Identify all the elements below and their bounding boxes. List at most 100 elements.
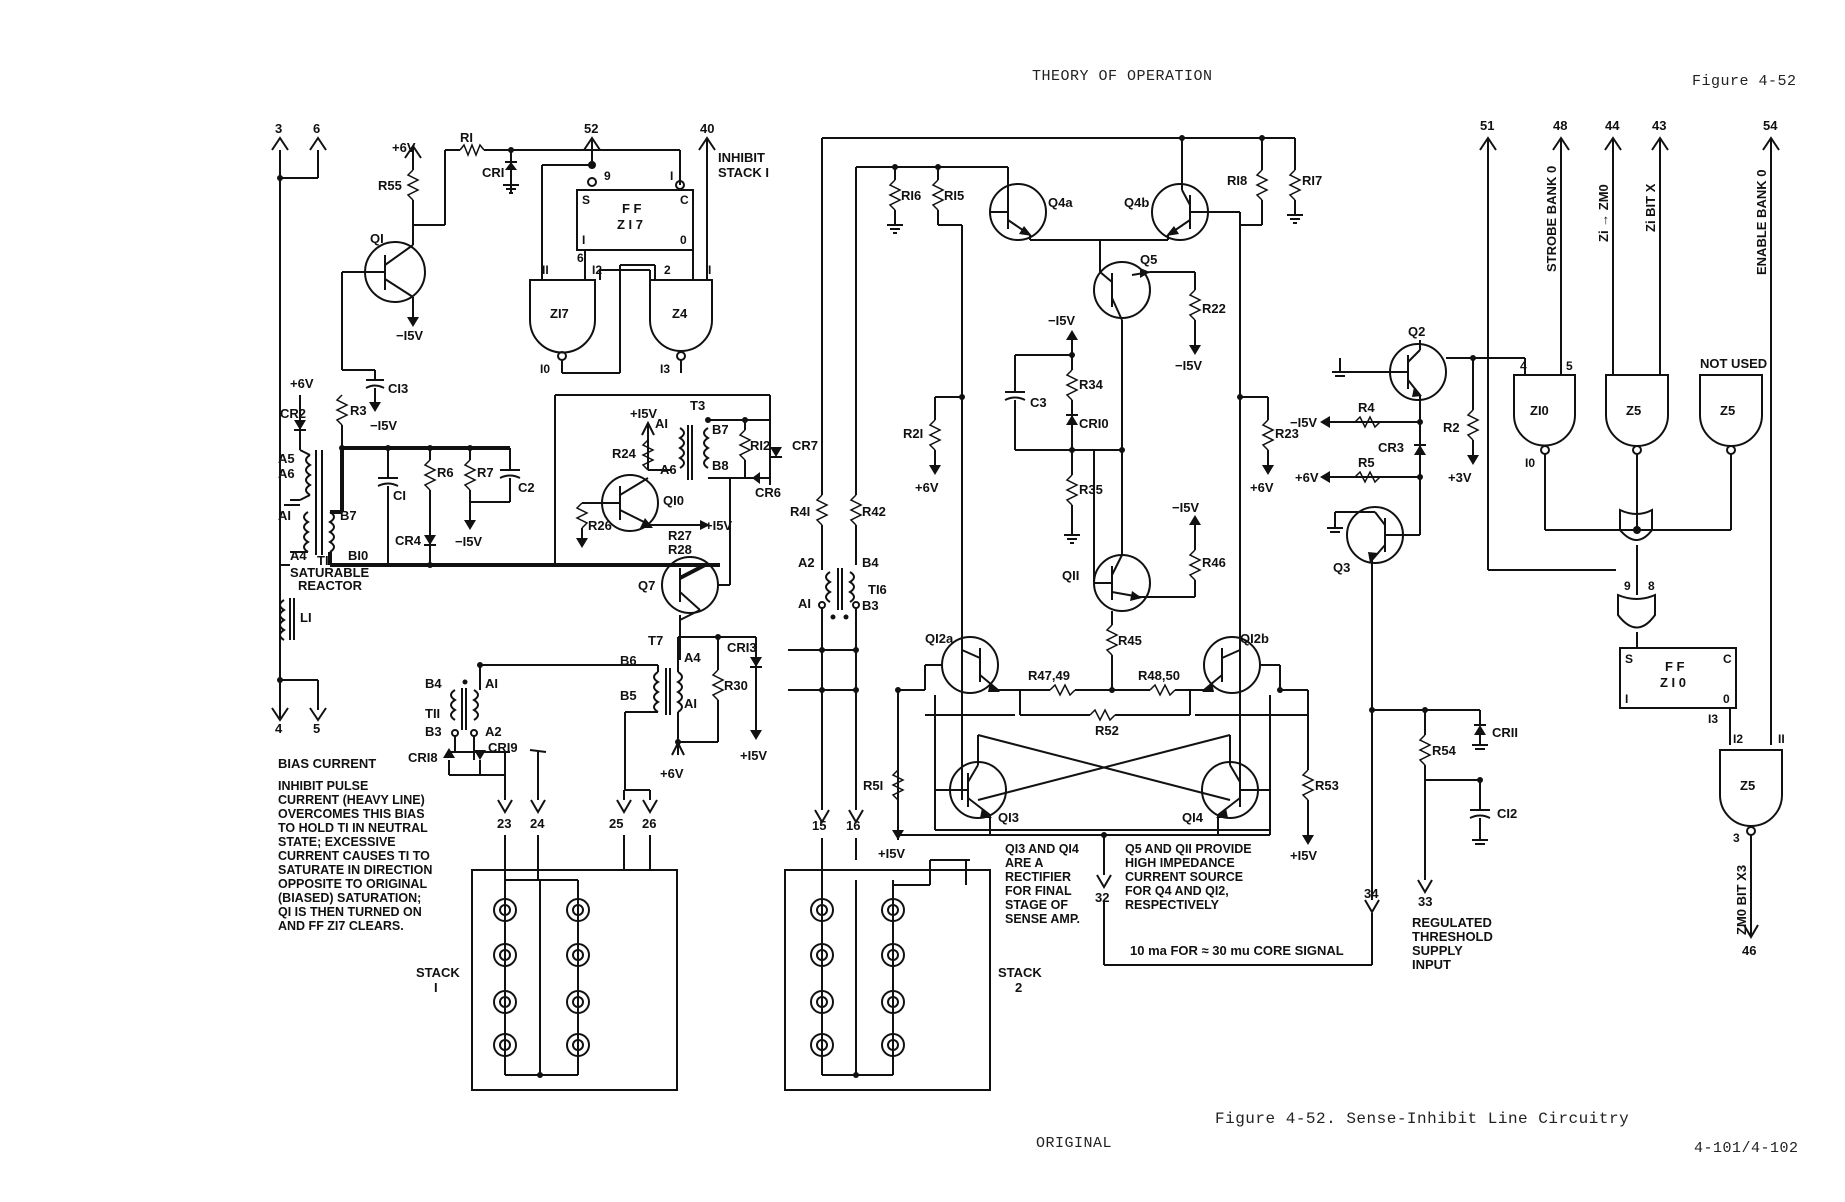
terminal-24: 24	[530, 816, 545, 831]
label-q12a: QI2a	[925, 631, 954, 646]
svg-text:9: 9	[604, 169, 611, 183]
svg-text:B8: B8	[712, 458, 729, 473]
terminal-34: 34	[1364, 886, 1379, 901]
label-r3: R3	[350, 403, 367, 418]
note-line-8: OPPOSITE TO ORIGINAL	[278, 877, 427, 891]
q5-note-3: CURRENT SOURCE	[1125, 870, 1243, 884]
label-n15-r34: −I5V	[1048, 313, 1075, 328]
label-q5: Q5	[1140, 252, 1157, 267]
label-t3: T3	[690, 398, 705, 413]
label-r53: R53	[1315, 778, 1339, 793]
label-r2: R2	[1443, 420, 1460, 435]
label-r54: R54	[1432, 743, 1457, 758]
t1-saturable-reactor: +6V CR2 R3 CI3 −I5V A5 A6 AI B7 A4	[278, 369, 720, 641]
label-n15-r22: −I5V	[1175, 358, 1202, 373]
label-r30: R30	[724, 678, 748, 693]
q5-note-5: RESPECTIVELY	[1125, 898, 1220, 912]
q1-circuit: +6V R55 RI CRI −I5V QI	[341, 130, 592, 370]
label-cr1: CRI	[482, 165, 504, 180]
svg-text:S: S	[1625, 652, 1633, 666]
note-line-6: CURRENT CAUSES TI TO	[278, 849, 430, 863]
label-c2: C2	[518, 480, 535, 495]
label-l1: LI	[300, 610, 312, 625]
label-q4a: Q4a	[1048, 195, 1073, 210]
svg-text:B3: B3	[862, 598, 879, 613]
label-r35: R35	[1079, 482, 1103, 497]
label-cr2: CR2	[280, 406, 306, 421]
svg-text:0: 0	[1723, 692, 1730, 706]
bias-current-title: BIAS CURRENT	[278, 756, 376, 771]
label-r24: R24	[612, 446, 637, 461]
terminal-44: 44	[1605, 118, 1620, 133]
label-q12b: QI2b	[1240, 631, 1269, 646]
label-n15-r4: −I5V	[1290, 415, 1317, 430]
note-line-11: AND FF ZI7 CLEARS.	[278, 919, 404, 933]
svg-text:I2: I2	[1733, 732, 1743, 746]
label-q3: Q3	[1333, 560, 1350, 575]
label-r27: R27	[668, 528, 692, 543]
ff-z10-title: F F	[1665, 659, 1685, 674]
label-cr6: CR6	[755, 485, 781, 500]
label-q2: Q2	[1408, 324, 1425, 339]
svg-text:B3: B3	[425, 724, 442, 739]
terminal-5: 5	[313, 721, 320, 736]
label-r26: R26	[588, 518, 612, 533]
label-strobe-bank: STROBE BANK 0	[1544, 166, 1559, 272]
label-r34: R34	[1079, 377, 1104, 392]
svg-text:B5: B5	[620, 688, 637, 703]
label-input: INPUT	[1412, 957, 1451, 972]
label-r52: R52	[1095, 723, 1119, 738]
label-p6v-r21: +6V	[915, 480, 939, 495]
svg-text:AI: AI	[278, 508, 291, 523]
ff-z10-name: Z I 0	[1660, 675, 1686, 690]
label-r4850: R48,50	[1138, 668, 1180, 683]
label-n15-r46: −I5V	[1172, 500, 1199, 515]
svg-text:S: S	[582, 193, 590, 207]
svg-text:I: I	[1625, 692, 1628, 706]
label-r23: R23	[1275, 426, 1299, 441]
svg-text:AI: AI	[798, 596, 811, 611]
terminal-46: 46	[1742, 943, 1756, 958]
label-stack1-num: I	[434, 980, 438, 995]
terminal-32: 32	[1095, 890, 1109, 905]
label-stack1: STACK	[416, 965, 460, 980]
svg-text:A6: A6	[278, 466, 295, 481]
terminal-26: 26	[642, 816, 656, 831]
figure-number: Figure 4-52	[1692, 73, 1797, 90]
q13-note-5: STAGE OF	[1005, 898, 1068, 912]
q5-note-1: Q5 AND QII PROVIDE	[1125, 842, 1252, 856]
terminal-25: 25	[609, 816, 623, 831]
svg-text:C: C	[680, 193, 689, 207]
label-p6v-r5: +6V	[1295, 470, 1319, 485]
label-cr10: CRI0	[1079, 416, 1109, 431]
label-regulated: REGULATED	[1412, 915, 1492, 930]
label-r4749: R47,49	[1028, 668, 1070, 683]
svg-text:A2: A2	[485, 724, 502, 739]
terminal-40: 40	[700, 121, 714, 136]
label-reactor: REACTOR	[298, 578, 363, 593]
label-supply: SUPPLY	[1412, 943, 1463, 958]
label-r12: RI2	[750, 438, 770, 453]
label-c3: C3	[1030, 395, 1047, 410]
label-r6: R6	[437, 465, 454, 480]
page-header: THEORY OF OPERATION	[1032, 68, 1213, 85]
q5-note-4: FOR Q4 AND QI2,	[1125, 884, 1229, 898]
label-cr18: CRI8	[408, 750, 438, 765]
label-zi-bit-x: Zi BIT X	[1643, 183, 1658, 232]
label-p6v-cr2: +6V	[290, 376, 314, 391]
svg-text:II: II	[542, 263, 549, 277]
terminal-52: 52	[584, 121, 598, 136]
label-t16: TI6	[868, 582, 887, 597]
note-line-3: OVERCOMES THIS BIAS	[278, 807, 425, 821]
terminal-4: 4	[275, 721, 283, 736]
svg-text:I2: I2	[592, 263, 602, 277]
label-q10: QI0	[663, 493, 684, 508]
label-core-signal: 10 ma FOR ≈ 30 mu CORE SIGNAL	[1130, 943, 1344, 958]
svg-text:A4: A4	[684, 650, 701, 665]
svg-text:6: 6	[577, 251, 584, 265]
svg-text:B4: B4	[862, 555, 879, 570]
label-cr11: CRII	[1492, 725, 1518, 740]
label-q7: Q7	[638, 578, 655, 593]
svg-text:I: I	[582, 233, 585, 247]
label-p6v-r23: +6V	[1250, 480, 1274, 495]
